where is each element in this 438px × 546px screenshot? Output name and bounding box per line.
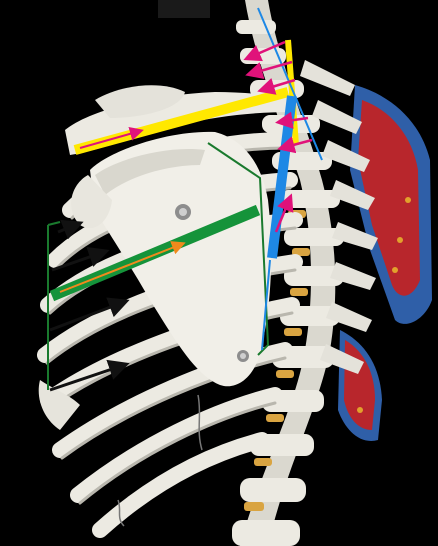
top-stand-bracket bbox=[158, 0, 210, 18]
